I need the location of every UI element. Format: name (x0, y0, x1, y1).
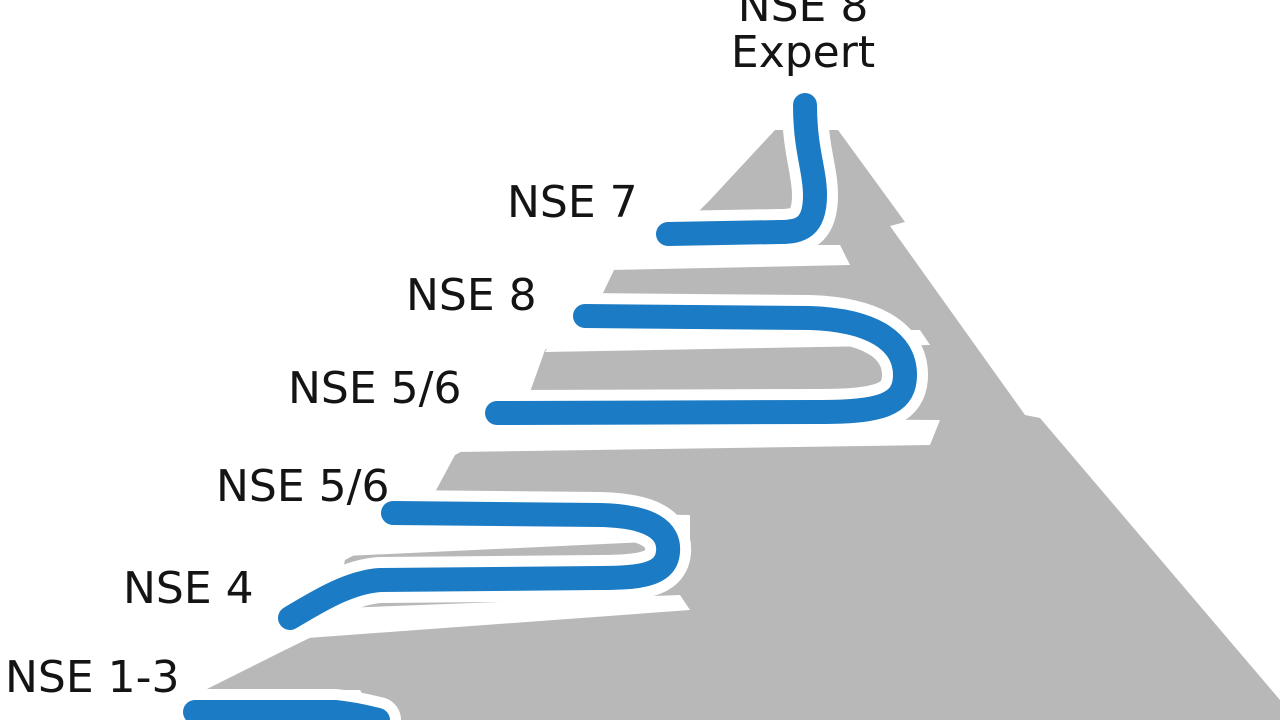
level-label-nse5-6-lower: NSE 5/6 (216, 461, 390, 512)
level-label-nse7: NSE 7 (507, 177, 638, 228)
level-label-nse5-6-upper: NSE 5/6 (288, 363, 462, 414)
level-label-nse8: NSE 8 (406, 270, 537, 321)
level-label-nse8-expert: NSE 8 Expert (683, 0, 923, 76)
career-path-line (183, 93, 917, 720)
level-label-line: Expert (730, 27, 876, 78)
level-label-nse4: NSE 4 (123, 563, 254, 614)
level-label-line: NSE 8 (737, 0, 869, 32)
step-gap (280, 595, 690, 640)
level-label-nse1-3: NSE 1-3 (5, 652, 180, 703)
